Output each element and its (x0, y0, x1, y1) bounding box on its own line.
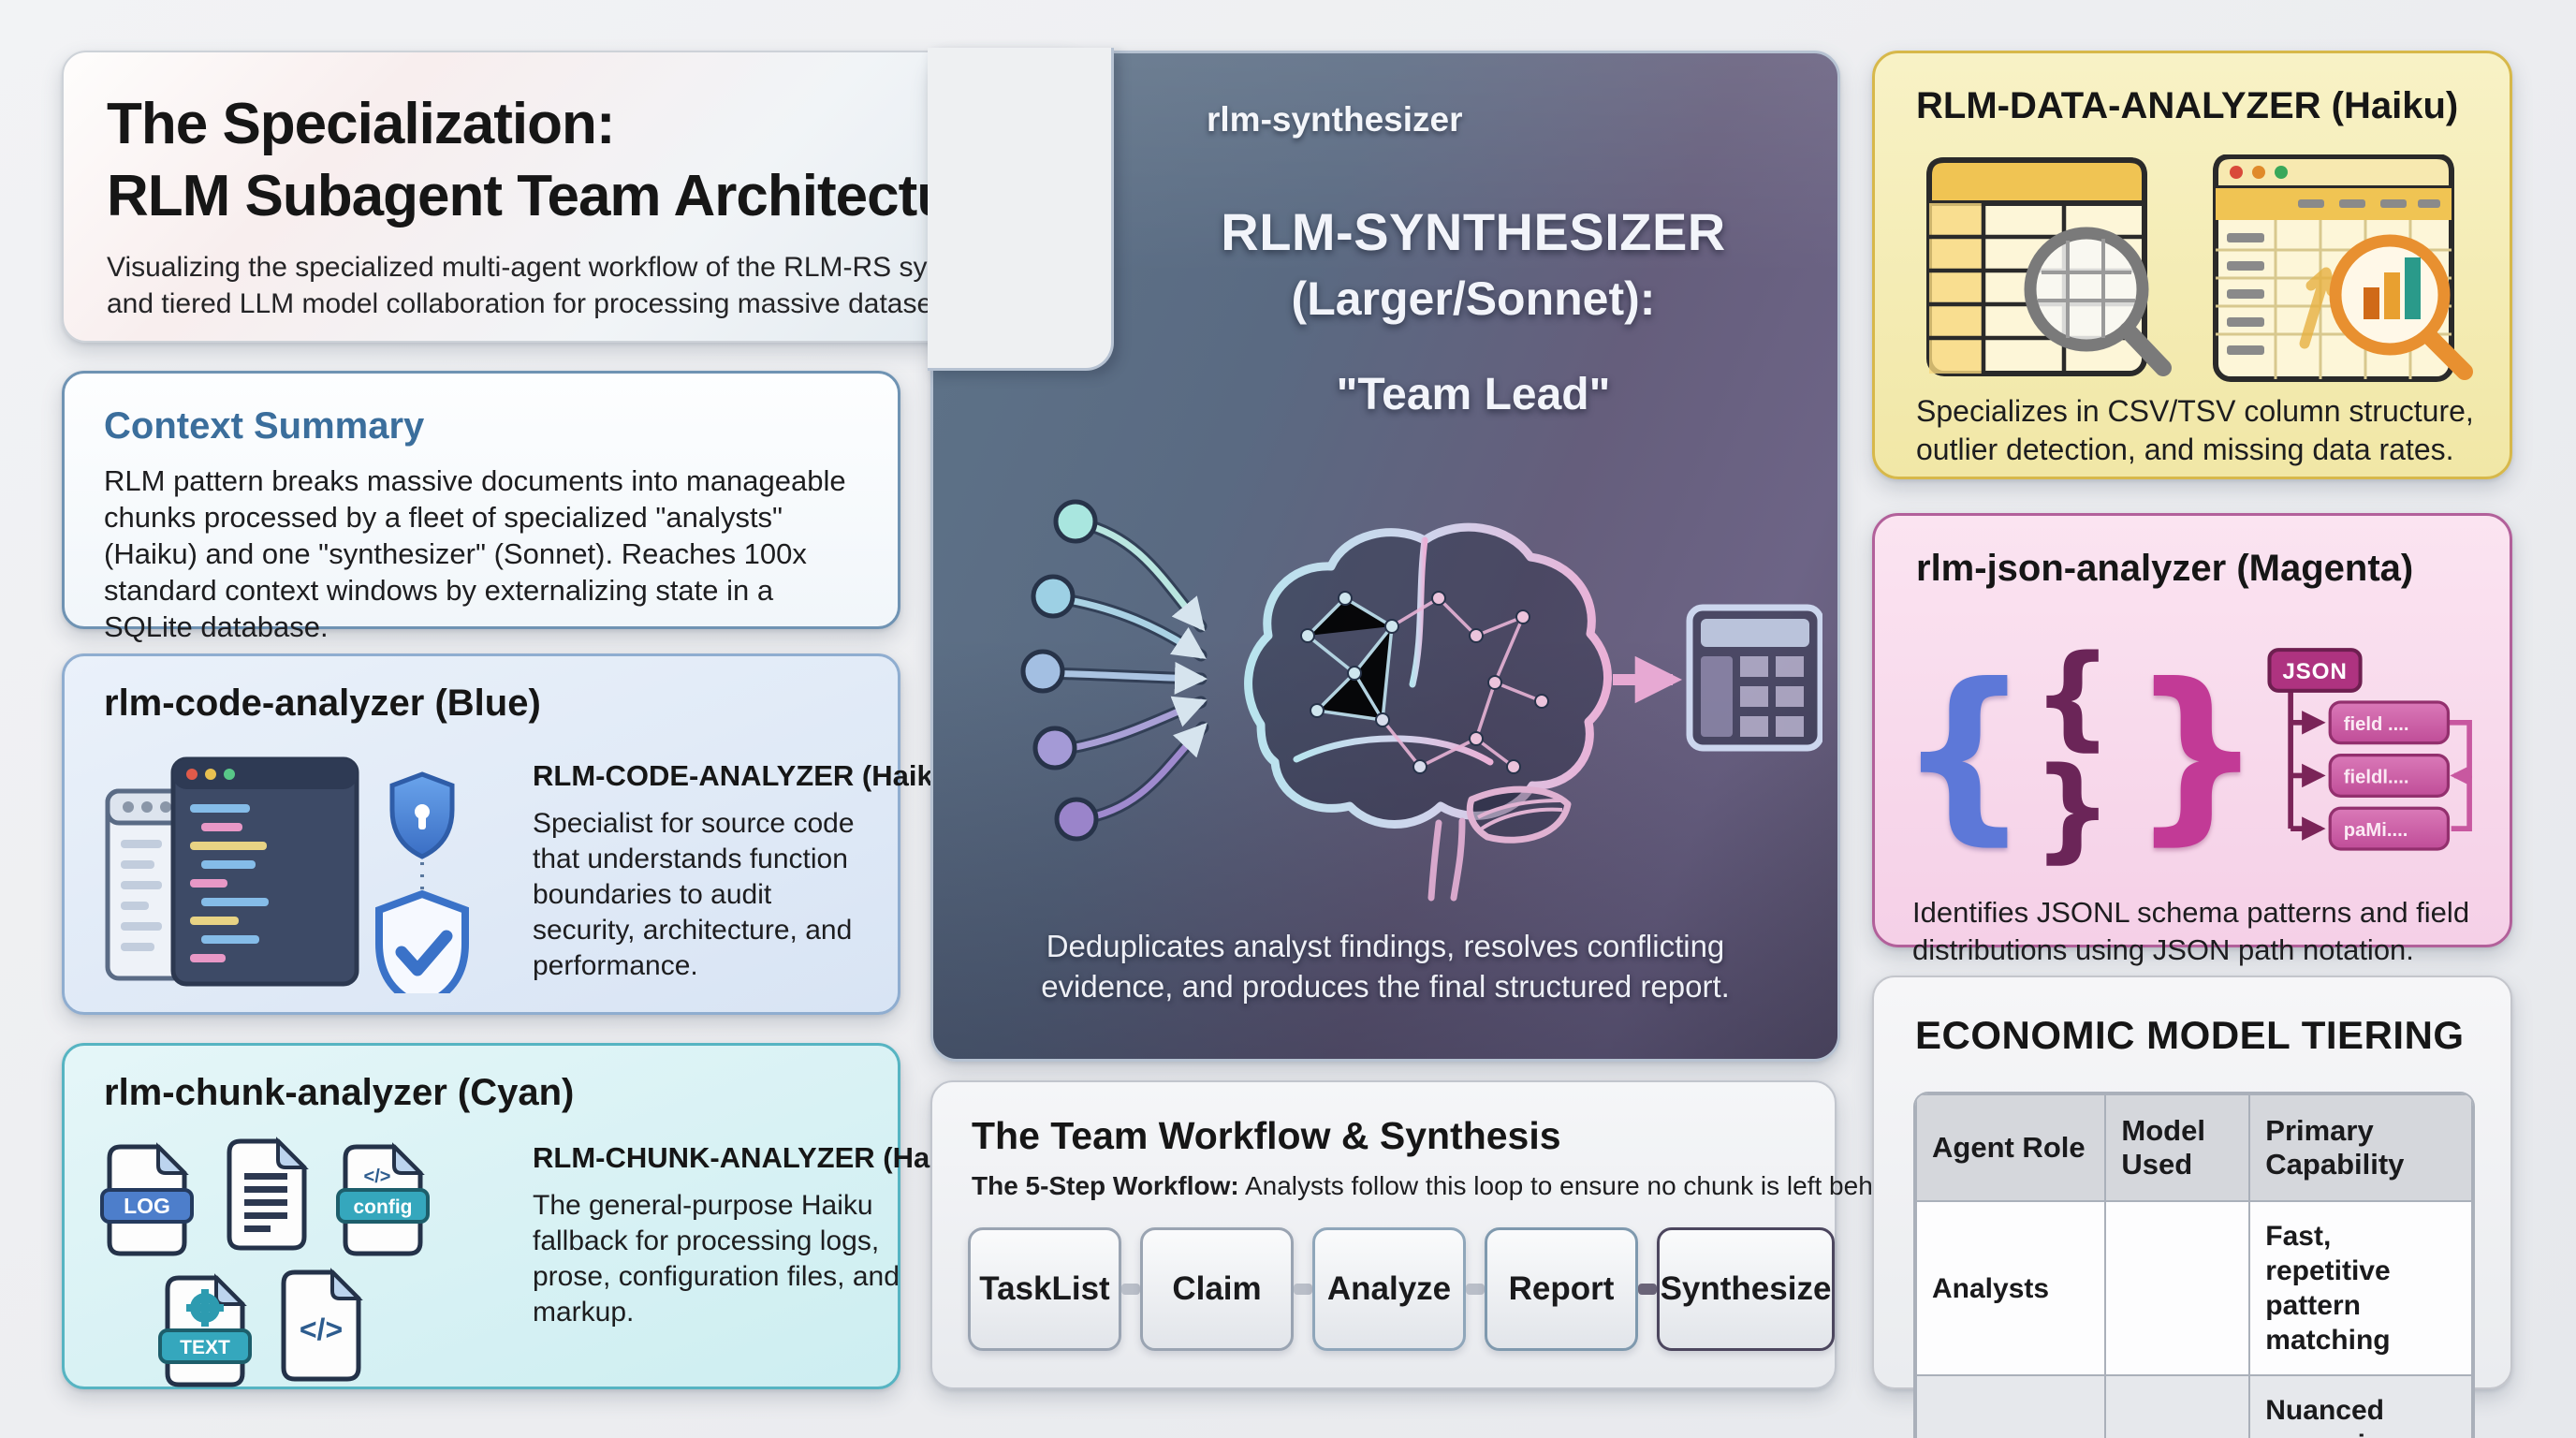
chunk-analyzer-card: rlm-chunk-analyzer (Cyan) LOG (62, 1043, 982, 1390)
svg-text:config: config (354, 1196, 413, 1218)
tiering-table: Agent Role Model Used Primary Capability… (1915, 1093, 2473, 1438)
brainstem (1427, 817, 1466, 902)
step-connector (1294, 1284, 1312, 1295)
code-analyzer-title: rlm-code-analyzer (Blue) (104, 682, 541, 724)
synthesizer-corner-label: rlm-synthesizer (1207, 100, 1463, 139)
code-file-icon: </> (284, 1272, 359, 1379)
text-file-icon: TEXT (158, 1278, 252, 1385)
magnifier-handle (2119, 322, 2172, 376)
chunk-analyzer-description: RLM-CHUNK-ANALYZER (Haiku) The general-p… (533, 1141, 982, 1330)
workflow-step-report: Report (1485, 1227, 1638, 1351)
workflow-step-analyze: Analyze (1312, 1227, 1466, 1351)
field-node-2: fieldl.... (2328, 754, 2451, 798)
magnifier-handle (2421, 328, 2473, 380)
cell-capability: Fast, repetitive pattern matching (2248, 1200, 2473, 1376)
chart-magnifier-icon (2213, 154, 2473, 382)
svg-text:fieldl....: fieldl.... (2344, 768, 2409, 788)
column-primary-capability: Primary Capability (2248, 1093, 2473, 1202)
code-window-icon (170, 756, 359, 987)
svg-text:field ....: field .... (2344, 714, 2409, 735)
workflow-card: The Team Workflow & Synthesis The 5-Step… (930, 1080, 1915, 1389)
curly-braces-icon: { { } } (1897, 632, 2264, 874)
table-row: Analysts Fast, repetitive pattern matchi… (1915, 1200, 2473, 1376)
chunk-analyzer-body: The general-purpose Haiku fallback for p… (533, 1190, 900, 1328)
log-file-icon: LOG (100, 1147, 194, 1254)
json-tree-icon: JSON field .... fieldl.... paMi.... (2267, 648, 2473, 851)
svg-text:</>: </> (364, 1167, 391, 1187)
file-types-icon: LOG </> config (100, 1128, 430, 1390)
workflow-step-synthesize: Synthesize (1657, 1227, 1835, 1351)
code-analyzer-heading: RLM-CODE-ANALYZER (Haiku) (533, 759, 960, 792)
table-row: Synthesizer Nuanced reasoning and dot-co… (1915, 1374, 2473, 1438)
input-connectors (1044, 520, 1208, 823)
svg-text:TEXT: TEXT (180, 1337, 230, 1358)
code-editor-shield-icon (105, 756, 469, 993)
tiering-card: ECONOMIC MODEL TIERING Agent Role Model … (1872, 976, 2512, 1438)
cell-role: Synthesizer (1915, 1374, 2107, 1438)
data-analyzer-heading: RLM-DATA-ANALYZER (Haiku) (1916, 85, 2459, 126)
workflow-step-tasklist: TaskList (968, 1227, 1121, 1351)
check-shield-icon (375, 889, 469, 993)
synthesizer-card-notch (928, 48, 1114, 371)
chunk-analyzer-title: rlm-chunk-analyzer (Cyan) (104, 1072, 575, 1113)
step-connector (1638, 1284, 1657, 1295)
page-title-line2: RLM Subagent Team Architecture (107, 164, 1005, 228)
table-header-row: Agent Role Model Used Primary Capability (1915, 1093, 2473, 1202)
json-analyzer-heading: rlm-json-analyzer (Magenta) (1916, 548, 2414, 589)
context-summary-body: RLM pattern breaks massive documents int… (104, 464, 846, 643)
title-card: The Specialization: RLM Subagent Team Ar… (62, 51, 1084, 343)
synthesizer-body: Deduplicates analyst findings, resolves … (1041, 929, 1730, 1004)
json-analyzer-card: rlm-json-analyzer (Magenta) { { } } (1872, 513, 2512, 966)
data-analyzer-card: RLM-DATA-ANALYZER (Haiku) (1872, 51, 2512, 479)
document-file-icon (229, 1141, 304, 1248)
brain-network-graphic (1020, 499, 1822, 902)
cell-model (2104, 1374, 2251, 1438)
input-nodes (1020, 499, 1099, 842)
data-analyzer-body: Specializes in CSV/TSV column structure,… (1916, 394, 2474, 466)
workflow-step-claim: Claim (1140, 1227, 1294, 1351)
json-icons: { { } } (1897, 613, 2491, 894)
neural-nodes (1300, 591, 1549, 774)
cell-capability: Nuanced reasoning and dot-connecting (2248, 1374, 2473, 1438)
step-connector (1121, 1284, 1140, 1295)
context-summary-heading: Context Summary (104, 405, 425, 447)
code-analyzer-description: RLM-CODE-ANALYZER (Haiku) Specialist for… (533, 759, 960, 984)
lock-shield-icon (389, 771, 455, 859)
svg-text:</>: </> (300, 1313, 343, 1346)
spreadsheet-magnifier-icons (1926, 154, 2473, 382)
config-file-icon: </> config (336, 1147, 430, 1254)
synthesizer-heading: RLM-SYNTHESIZER (Larger/Sonnet): "Team L… (1134, 201, 1813, 420)
code-analyzer-body: Specialist for source code that understa… (533, 808, 855, 981)
code-analyzer-card: rlm-code-analyzer (Blue) (62, 653, 960, 1015)
svg-text:JSON: JSON (2283, 659, 2348, 684)
step-connector (1466, 1284, 1485, 1295)
context-summary-card: Context Summary RLM pattern breaks massi… (62, 371, 900, 643)
table-magnifier-icon (1926, 157, 2172, 376)
workflow-subtitle: The 5-Step Workflow: Analysts follow thi… (972, 1171, 1915, 1200)
cell-model (2104, 1200, 2251, 1376)
workflow-title: The Team Workflow & Synthesis (972, 1114, 1561, 1157)
json-analyzer-body: Identifies JSONL schema patterns and fie… (1912, 896, 2470, 966)
workflow-steps: TaskList Claim Analyze Report Synthesize (968, 1227, 1835, 1351)
page-subtitle: Visualizing the specialized multi-agent … (107, 252, 988, 319)
field-node-1: field .... (2328, 700, 2451, 745)
report-table-icon (1686, 604, 1822, 752)
loop-connector (2448, 719, 2473, 786)
brain-icon (1244, 522, 1612, 902)
page-title: The Specialization: RLM Subagent Team Ar… (107, 88, 1039, 232)
column-agent-role: Agent Role (1915, 1093, 2107, 1202)
svg-text:paMi....: paMi.... (2344, 820, 2408, 841)
tiering-heading: ECONOMIC MODEL TIERING (1915, 1013, 2465, 1057)
chunk-analyzer-heading: RLM-CHUNK-ANALYZER (Haiku) (533, 1141, 982, 1174)
team-lead-label: "Team Lead" (1336, 370, 1611, 419)
svg-text:LOG: LOG (124, 1194, 170, 1218)
cell-role: Analysts (1915, 1200, 2107, 1376)
column-model-used: Model Used (2104, 1093, 2251, 1202)
loop-connector-2 (2451, 775, 2473, 831)
page-title-line1: The Specialization: (107, 92, 616, 156)
field-node-3: paMi.... (2328, 806, 2451, 851)
